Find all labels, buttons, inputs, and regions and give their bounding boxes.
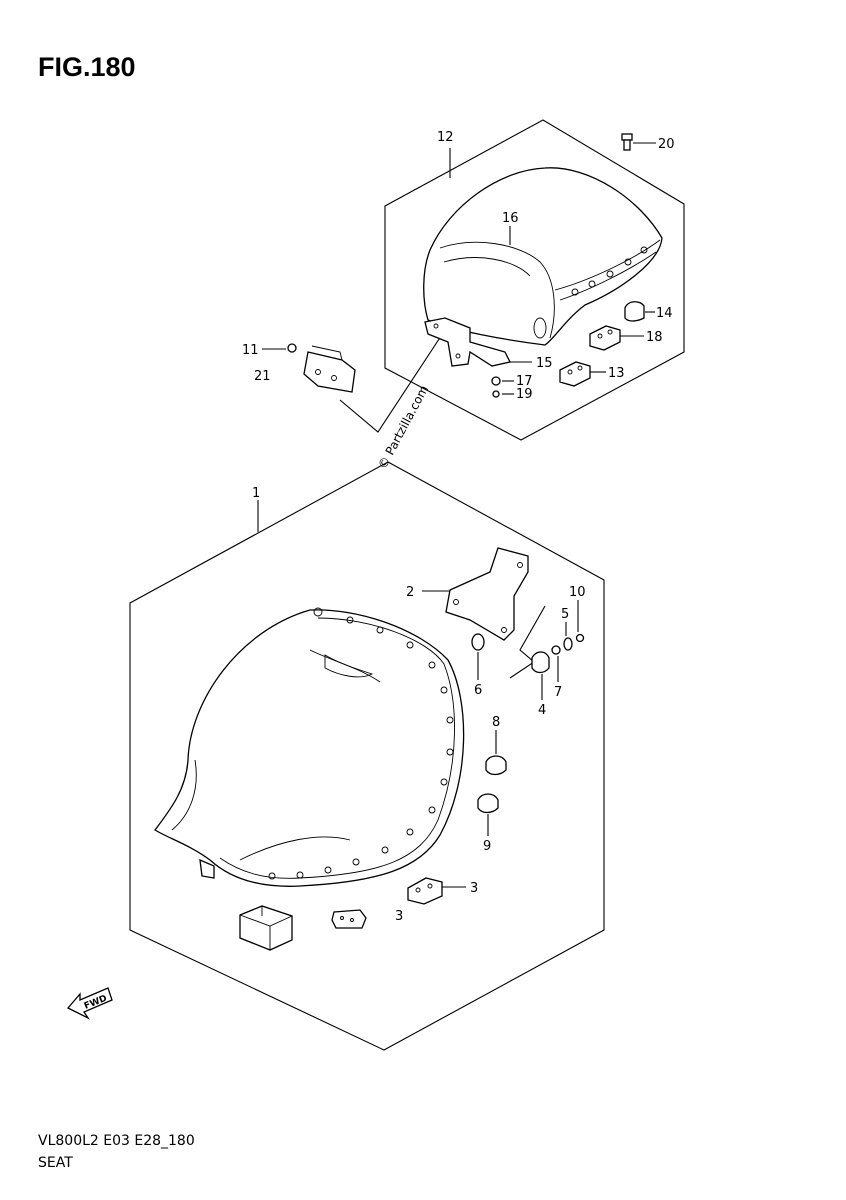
pad-part (239, 905, 293, 951)
pillion-seat-part (423, 167, 663, 346)
clip-13-part (559, 361, 591, 387)
callout-7: 7 (554, 685, 562, 700)
callout-8: 8 (492, 715, 500, 730)
pillion-group-outline (384, 119, 685, 441)
figure-footer: VL800L2 E03 E28_180 SEAT (38, 1130, 195, 1174)
callout-19: 19 (516, 387, 533, 402)
callout-5: 5 (561, 607, 569, 622)
callout-21: 21 (254, 369, 271, 384)
figure-code: VL800L2 E03 E28_180 (38, 1133, 195, 1149)
cushion-14-part (624, 301, 645, 322)
cushion-9-part (477, 793, 499, 814)
callout-3-upper: 3 (470, 881, 478, 896)
cushion-8-part (485, 755, 507, 776)
callout-3-lower: 3 (395, 909, 403, 924)
washer-5-part (563, 637, 573, 651)
collar-7-part (551, 645, 561, 655)
callout-1: 1 (252, 486, 260, 501)
nut-10-part (575, 633, 585, 643)
main-seat-group-outline (129, 461, 605, 1051)
clip-3-upper-part (407, 877, 443, 905)
callout-6: 6 (474, 683, 482, 698)
nut-11-part (287, 343, 297, 353)
callout-4: 4 (538, 703, 546, 718)
figure-name: SEAT (38, 1155, 73, 1171)
screw-19-part (492, 390, 500, 398)
callout-12: 12 (437, 130, 454, 145)
callout-18: 18 (646, 330, 663, 345)
callout-16: 16 (502, 211, 519, 226)
clip-3-lower-part (331, 909, 367, 929)
pillion-bracket-part (424, 317, 511, 367)
washer-17-part (491, 376, 501, 386)
callout-15: 15 (536, 356, 553, 371)
grommet-4-part (531, 651, 550, 674)
callout-11: 11 (242, 343, 259, 358)
callout-9: 9 (483, 839, 491, 854)
watermark-text: © Partzilla.com (375, 383, 431, 471)
seat-bracket-2-part (445, 547, 529, 641)
bracket-21-part (303, 345, 356, 393)
clip-18-part (589, 325, 621, 351)
callout-20: 20 (658, 137, 675, 152)
callout-2: 2 (406, 585, 414, 600)
bolt-20-part (621, 133, 633, 151)
figure-title: FIG.180 (38, 52, 136, 82)
callout-14: 14 (656, 306, 673, 321)
callout-17: 17 (516, 374, 533, 389)
callout-10: 10 (569, 585, 586, 600)
washer-6-part (471, 633, 485, 651)
main-seat-part (154, 607, 465, 887)
fwd-arrow-icon: FWD (66, 987, 113, 1020)
bracket-link-line (339, 329, 446, 433)
callout-13: 13 (608, 366, 625, 381)
